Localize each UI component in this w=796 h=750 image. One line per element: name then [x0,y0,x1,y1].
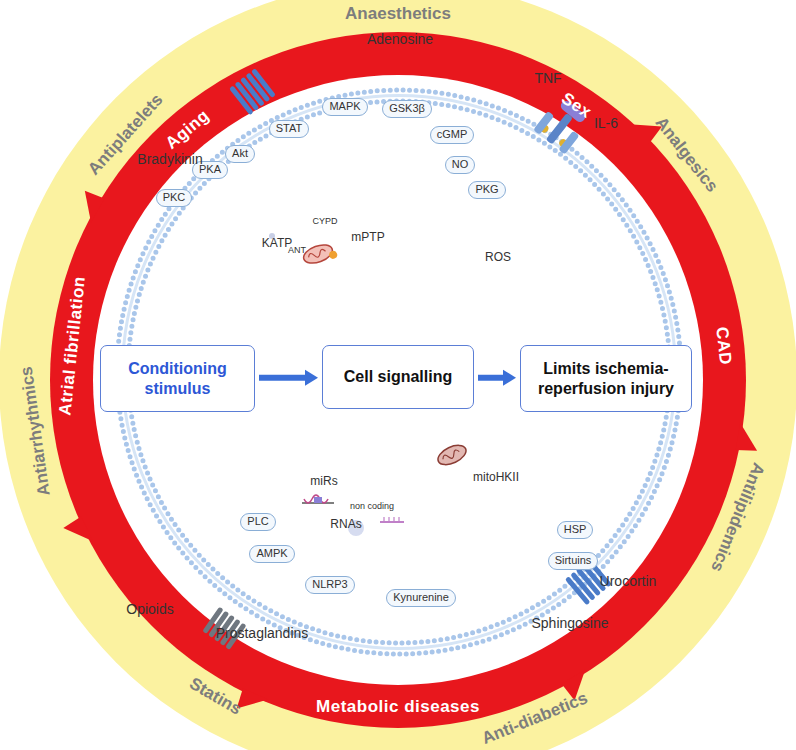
pill-label: NO [452,158,469,170]
signal-pill: Kynurenine [386,589,456,607]
pill-label: AMPK [256,547,287,559]
risk-factor-label: Metabolic diseases [316,698,480,717]
enzyme-label: mitoHKII [473,471,519,484]
flow-arrow [478,370,516,386]
signal-pill: NO [445,156,476,174]
molecule-label: ROS [485,251,511,264]
signal-pill: Sirtuins [548,552,599,570]
ring-notch [736,423,757,451]
rna-label: non coding [350,502,394,512]
risk-factor-label: CAD [712,326,735,366]
process-box: Limits ischemia-reperfusion injury [520,345,692,412]
process-box: Cell signalling [322,345,474,409]
subscript-label: ANT [288,246,306,256]
pill-label: GSK3β [389,102,425,114]
mitochondrion [435,441,469,468]
pore-label: mPTP [351,231,384,244]
pill-label: PKC [163,191,186,203]
inner-disc [93,75,703,685]
ligand-label: Bradykinin [137,152,202,167]
pill-label: NLRP3 [312,578,347,590]
signal-pill: PKG [468,181,505,199]
signal-pill: GSK3β [382,100,432,118]
drug-class-label: Anaesthetics [345,5,451,24]
signal-pill: PLC [240,513,275,531]
ligand-label: IL-6 [594,116,618,131]
ligand-label: Urocortin [600,574,657,589]
ligand-label: Prostaglandins [216,626,309,641]
ring-notch [85,191,105,223]
ligand-label: Adenosine [367,32,433,47]
pill-label: HSP [564,523,587,535]
protein-label: CYPD [312,217,337,227]
pill-label: PLC [247,515,268,527]
signal-pill: NLRP3 [305,576,354,594]
box-label: Cell signalling [344,367,452,386]
pill-label: cGMP [437,128,468,140]
pill-label: STAT [276,122,302,134]
box-label: Limits ischemia-reperfusion injury [529,359,683,397]
rna-label: RNAs [330,518,361,531]
ring-notch [63,516,93,541]
channel-label: KATP [262,237,292,250]
signal-pill: Akt [225,145,255,163]
pill-label: PKG [475,183,498,195]
pill-label: MAPK [329,100,360,112]
red-ring [50,32,746,728]
mitochondrion [301,240,338,268]
ring-notches [63,124,757,708]
ligand-label: Opioids [126,602,173,617]
signal-pill: STAT [269,120,309,138]
dna-icon [302,495,334,503]
flow-arrow [259,370,318,386]
pill-label: Akt [232,147,248,159]
signal-pill: HSP [557,521,594,539]
ligand-label: Sphingosine [531,616,608,631]
signal-pill: AMPK [249,545,294,563]
receptor-bradykinin [229,68,276,115]
process-box: Conditioning stimulus [100,345,255,412]
rna-label: miRs [310,475,337,488]
pill-label: Kynurenine [393,591,449,603]
pill-label: Sirtuins [555,554,592,566]
signal-pill: cGMP [430,126,475,144]
box-label: Conditioning stimulus [109,359,246,397]
ligand-label: TNF [534,71,561,86]
rna-icon [380,517,404,522]
signal-pill: PKC [156,189,193,207]
signal-pill: MAPK [322,98,367,116]
